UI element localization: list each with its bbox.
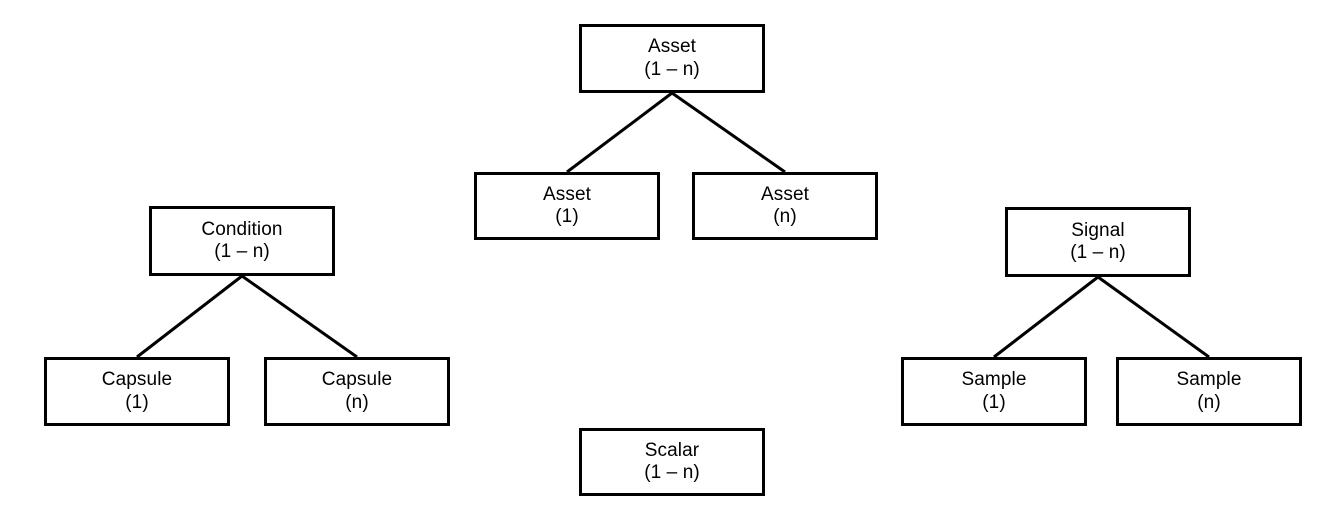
node-label-name: Asset: [542, 183, 592, 205]
node-label-cardinality: (1 – n): [644, 462, 700, 483]
node-label-name: Capsule: [321, 369, 393, 391]
node-label-cardinality: (1 – n): [214, 241, 270, 262]
node-asset-parent: Asset(1 – n): [579, 24, 765, 93]
connector-line: [241, 274, 358, 359]
node-asset-n: Asset(n): [692, 172, 878, 240]
node-label-name: Scalar: [644, 439, 700, 461]
node-sample-1: Sample(1): [901, 357, 1087, 426]
node-label-cardinality: (n): [773, 206, 797, 227]
node-label-cardinality: (1 – n): [1070, 242, 1126, 263]
node-scalar: Scalar(1 – n): [579, 428, 765, 496]
node-label-cardinality: (1): [555, 206, 579, 227]
connector-line: [136, 274, 243, 359]
node-label-name: Signal: [1071, 219, 1125, 241]
connector-line: [1097, 275, 1210, 359]
node-capsule-1: Capsule(1): [44, 357, 230, 426]
node-condition-parent: Condition(1 – n): [149, 206, 335, 276]
node-label-name: Sample: [961, 369, 1027, 391]
node-label-cardinality: (n): [1197, 391, 1221, 413]
node-label-cardinality: (1): [125, 391, 149, 413]
node-label-name: Condition: [201, 218, 283, 240]
node-label-name: Sample: [1176, 369, 1242, 391]
node-label-name: Asset: [760, 183, 810, 205]
node-label-name: Capsule: [101, 369, 173, 391]
node-label-name: Asset: [647, 36, 697, 58]
node-signal-parent: Signal(1 – n): [1005, 207, 1191, 277]
node-label-cardinality: (n): [345, 391, 369, 413]
node-asset-1: Asset(1): [474, 172, 660, 240]
node-sample-n: Sample(n): [1116, 357, 1302, 426]
node-capsule-n: Capsule(n): [264, 357, 450, 426]
connector-line: [671, 91, 786, 174]
connector-line: [566, 91, 673, 174]
node-label-cardinality: (1 – n): [644, 58, 700, 80]
node-label-cardinality: (1): [982, 391, 1006, 413]
connector-line: [993, 275, 1099, 359]
